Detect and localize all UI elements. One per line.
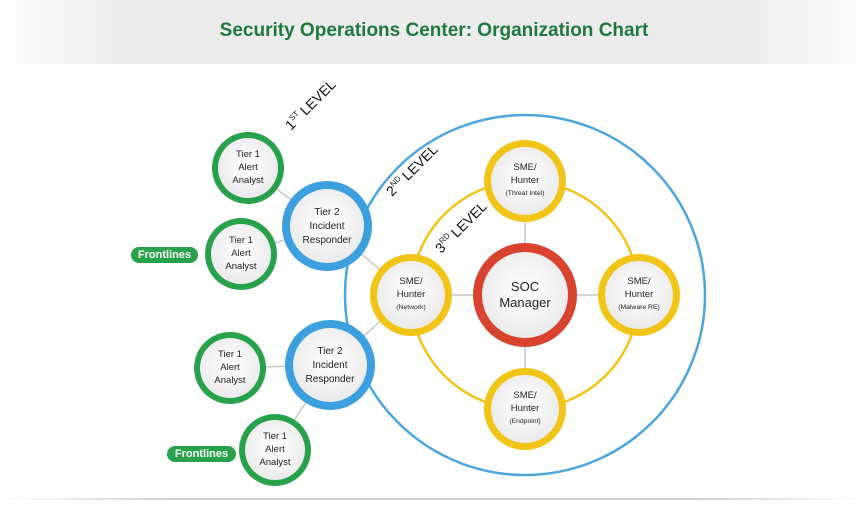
svg-text:Hunter: Hunter [511,175,540,186]
frontlines-badge: Frontlines [131,247,198,263]
svg-text:Analyst: Analyst [232,175,264,186]
second-level-label: 2NDLEVEL [383,141,441,199]
sme-node-network: SME/ Hunter (Network) [370,254,452,336]
svg-text:(Threat Intel): (Threat Intel) [506,190,545,197]
second-level-ring [343,113,707,477]
svg-text:(Network): (Network) [396,304,425,311]
tier1-node: Tier 1 Alert Analyst [239,414,311,486]
svg-text:SME/: SME/ [399,276,423,287]
svg-text:(Malware RE): (Malware RE) [618,304,660,311]
svg-text:Incident: Incident [312,360,347,371]
svg-text:Tier 2: Tier 2 [314,207,340,218]
svg-text:Tier 1: Tier 1 [218,349,242,360]
sme-node-threat-intel: SME/ Hunter (Threat Intel) [484,140,566,222]
svg-text:Responder: Responder [303,235,353,246]
svg-text:Analyst: Analyst [259,457,291,468]
sme-node-malware-re: SME/ Hunter (Malware RE) [598,254,680,336]
svg-text:Alert: Alert [231,248,251,259]
tier2-node: Tier 2 Incident Responder [285,320,375,410]
svg-text:SME/: SME/ [627,276,651,287]
svg-text:Hunter: Hunter [625,289,654,300]
tier1-node: Tier 1 Alert Analyst [194,332,266,404]
svg-text:Tier 1: Tier 1 [263,431,287,442]
tier1-node: Tier 1 Alert Analyst [212,132,284,204]
svg-text:(Endpoint): (Endpoint) [509,418,540,425]
svg-text:Hunter: Hunter [397,289,426,300]
svg-text:Responder: Responder [306,374,356,385]
svg-text:Alert: Alert [220,362,240,373]
svg-text:Analyst: Analyst [225,261,257,272]
svg-text:Tier 1: Tier 1 [229,235,253,246]
svg-text:Hunter: Hunter [511,403,540,414]
page-title: Security Operations Center: Organization… [219,20,649,41]
svg-text:SOC: SOC [511,279,539,294]
svg-text:Tier 1: Tier 1 [236,149,260,160]
tier2-node: Tier 2 Incident Responder [282,181,372,271]
frontlines-badge: Frontlines [167,446,236,462]
svg-text:Alert: Alert [265,444,285,455]
title-band [0,0,868,64]
svg-text:SME/: SME/ [513,162,537,173]
svg-text:Incident: Incident [309,221,344,232]
bottom-divider [0,498,868,500]
sme-node-endpoint: SME/ Hunter (Endpoint) [484,368,566,450]
svg-text:Alert: Alert [238,162,258,173]
svg-text:SME/: SME/ [513,390,537,401]
svg-text:Analyst: Analyst [214,375,246,386]
soc-manager-node: SOC Manager [473,243,577,347]
third-level-label: 3RDLEVEL [432,198,490,256]
svg-text:Tier 2: Tier 2 [317,346,343,357]
tier1-node: Tier 1 Alert Analyst [205,218,277,290]
svg-text:Manager: Manager [499,295,551,310]
first-level-label: 1STLEVEL [282,76,339,133]
